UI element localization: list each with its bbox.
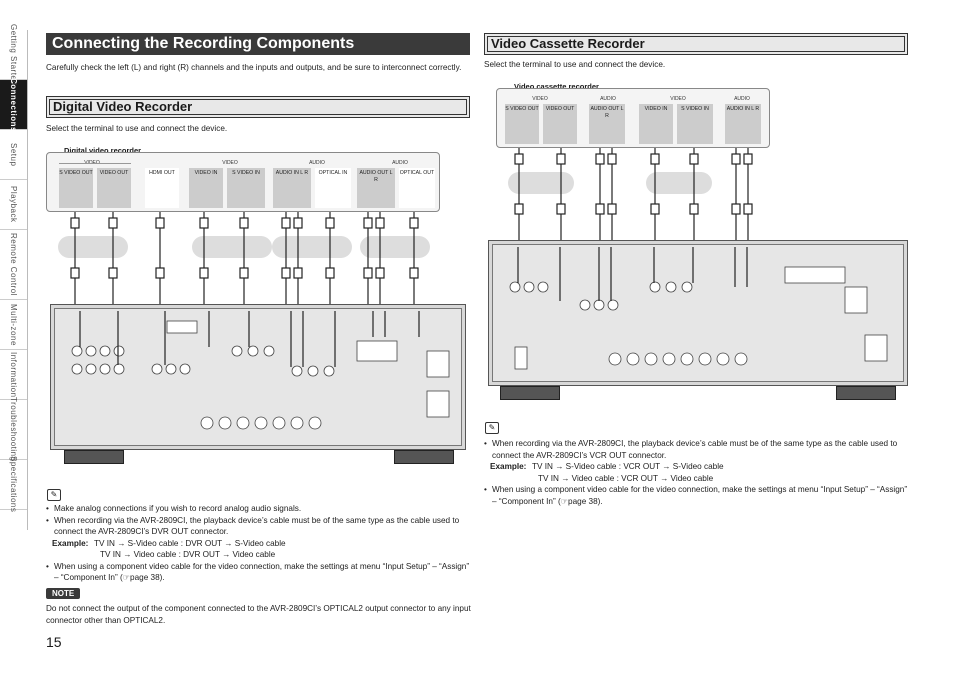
dvr-audio-out: AUDIO OUT L R [357, 168, 395, 208]
note-badge: NOTE [46, 588, 81, 599]
vcr-select-text: Select the terminal to use and connect t… [484, 60, 666, 69]
vcr-group-label: AUDIO [600, 96, 616, 102]
avr-rear-panel-right [488, 240, 908, 386]
vcr-example-1: Example:TV IN → S-Video cable : VCR OUT … [490, 462, 724, 471]
vcr-group-label: VIDEO [532, 96, 548, 102]
vcr-s-video-in: S VIDEO IN [677, 104, 713, 144]
tab-remote-control[interactable]: Remote Control [0, 230, 27, 300]
receiver-foot [500, 386, 560, 400]
vcr-notes: When recording via the AVR-2809CI, the p… [484, 438, 910, 507]
vcr-group-label: AUDIO [734, 96, 750, 102]
tab-connections[interactable]: Connections [0, 78, 27, 131]
receiver-foot [64, 450, 124, 464]
list-item: When recording via the AVR-2809CI, the p… [484, 438, 910, 461]
tab-troubleshooting[interactable]: Troubleshooting [0, 397, 27, 462]
vcr-audio-out: AUDIO OUT L R [589, 104, 625, 144]
dvr-caption: Digital video recorder [64, 146, 142, 155]
vcr-video-out: VIDEO OUT [543, 104, 577, 144]
pencil-icon: ✎ [47, 489, 61, 501]
tab-getting-started[interactable]: Getting Started [0, 24, 27, 85]
dvr-notes: Make analog connections if you wish to r… [46, 503, 472, 584]
vcr-rear-panel: VIDEO AUDIO VIDEO AUDIO S VIDEO OUT VIDE… [496, 88, 770, 148]
list-item: When using a component video cable for t… [484, 484, 910, 507]
tab-setup[interactable]: Setup [0, 130, 27, 180]
vcr-cable-diagram [508, 148, 753, 243]
note-text: Do not connect the output of the compone… [46, 604, 471, 625]
dvr-group-label: AUDIO [392, 160, 408, 166]
page-title: Connecting the Recording Components [46, 33, 470, 55]
section-title-vcr: Video Cassette Recorder [484, 33, 908, 55]
chapter-tabs: Getting Started Connections Setup Playba… [0, 24, 28, 530]
pencil-icon: ✎ [485, 422, 499, 434]
vcr-caption: Video cassette recorder [514, 82, 599, 91]
dvr-select-text: Select the terminal to use and connect t… [46, 124, 228, 133]
dvr-hdmi-out: HDMI OUT [145, 168, 179, 208]
tab-multi-zone[interactable]: Multi-zone [0, 300, 27, 350]
dvr-cable-diagram [58, 212, 430, 307]
tab-information[interactable]: Information [0, 350, 27, 400]
list-item: When recording via the AVR-2809CI, the p… [46, 515, 472, 538]
dvr-audio-in: AUDIO IN L R [273, 168, 311, 208]
dvr-example-2: TV IN → Video cable : DVR OUT → Video ca… [100, 550, 276, 559]
vcr-example-2: TV IN → Video cable : VCR OUT → Video ca… [538, 473, 714, 483]
receiver-foot [394, 450, 454, 464]
list-item: Make analog connections if you wish to r… [46, 503, 472, 515]
dvr-rear-panel: VIDEO VIDEO AUDIO AUDIO S VIDEO OUT VIDE… [46, 152, 440, 212]
vcr-video-in: VIDEO IN [639, 104, 673, 144]
dvr-optical-in: OPTICAL IN [315, 168, 351, 208]
vcr-audio-in: AUDIO IN L R [725, 104, 761, 144]
dvr-s-video-in: S VIDEO IN [227, 168, 265, 208]
receiver-foot [836, 386, 896, 400]
dvr-s-video-out: S VIDEO OUT [59, 168, 93, 208]
dvr-group-label: VIDEO [222, 160, 238, 166]
intro-text: Carefully check the left (L) and right (… [46, 63, 462, 72]
vcr-s-video-out: S VIDEO OUT [505, 104, 539, 144]
tab-playback[interactable]: Playback [0, 180, 27, 230]
dvr-video-in: VIDEO IN [189, 168, 223, 208]
page-number: 15 [46, 634, 62, 650]
dvr-video-out: VIDEO OUT [97, 168, 131, 208]
dvr-optical-out: OPTICAL OUT [399, 168, 435, 208]
dvr-example-1: Example:TV IN → S-Video cable : DVR OUT … [52, 538, 286, 548]
dvr-group-label: AUDIO [309, 160, 325, 166]
vcr-group-label: VIDEO [670, 96, 686, 102]
list-item: When using a component video cable for t… [46, 561, 472, 584]
tab-specifications[interactable]: Specifications [0, 456, 27, 513]
avr-rear-panel-left [50, 304, 466, 450]
section-title-dvr: Digital Video Recorder [46, 96, 470, 118]
